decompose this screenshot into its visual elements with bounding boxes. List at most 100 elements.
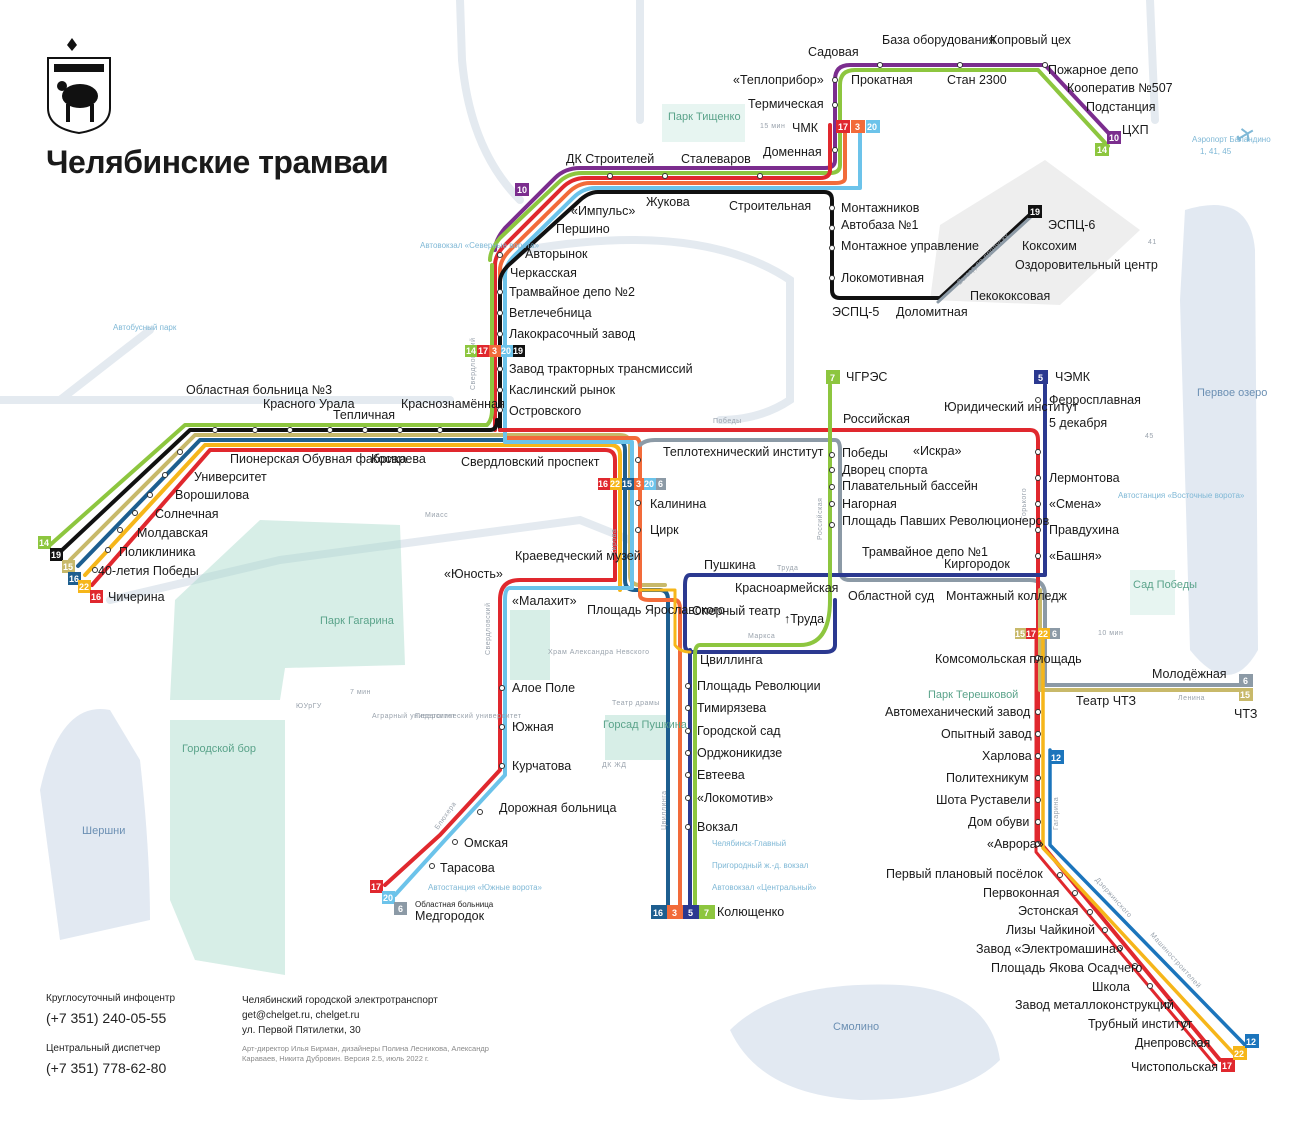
route-badge[interactable]: [851, 120, 865, 133]
stop-label[interactable]: ЦХП: [1122, 123, 1149, 137]
stop-label[interactable]: Дворец спорта: [842, 463, 928, 477]
route-badge[interactable]: [465, 345, 477, 357]
stop-label[interactable]: Ворошилова: [175, 488, 249, 502]
stop-label[interactable]: Оперный театр: [692, 604, 781, 618]
route-badge[interactable]: [1034, 370, 1048, 384]
route-badge[interactable]: [598, 478, 610, 490]
route-badge[interactable]: [656, 478, 666, 490]
stop-label[interactable]: «Аврора»: [987, 837, 1044, 851]
stop-label[interactable]: Теплотехнический институт: [663, 445, 824, 459]
stop-label[interactable]: Алое Поле: [512, 681, 575, 695]
route-badge[interactable]: [1221, 1058, 1235, 1072]
route-badge[interactable]: [826, 370, 840, 384]
stop-label[interactable]: Цвиллинга: [700, 653, 763, 667]
stop-label[interactable]: Южная: [512, 720, 554, 734]
route-badge[interactable]: [515, 183, 529, 196]
stop-label[interactable]: Эстонская: [1018, 904, 1078, 918]
stop-label[interactable]: Политехникум: [946, 771, 1029, 785]
stop-label[interactable]: Городской сад: [697, 724, 781, 738]
stop-label[interactable]: «Импульс»: [571, 204, 635, 218]
stop-label[interactable]: Евтеева: [697, 768, 745, 782]
stop-label[interactable]: Правдухина: [1049, 523, 1119, 537]
stop-label[interactable]: ЧМК: [792, 121, 819, 135]
route-badge[interactable]: [622, 478, 634, 490]
stop-label[interactable]: Площадь Якова Осадчего: [991, 961, 1142, 975]
stop-label[interactable]: Трубный институт: [1088, 1017, 1193, 1031]
route-badge[interactable]: [1233, 1046, 1247, 1060]
route-badge[interactable]: [489, 345, 501, 357]
stop-label[interactable]: «Башня»: [1049, 549, 1102, 563]
stop-label[interactable]: Завод металлоконструкций: [1015, 998, 1174, 1012]
stop-label[interactable]: Стан 2300: [947, 73, 1007, 87]
stop-label[interactable]: Российская: [843, 412, 910, 426]
stop-label[interactable]: Свердловский проспект: [461, 455, 600, 469]
route-badge[interactable]: [1239, 688, 1253, 701]
stop-label[interactable]: ЭСПЦ-6: [1048, 218, 1095, 232]
route-badge[interactable]: [1026, 628, 1038, 639]
route-badge[interactable]: [513, 345, 525, 357]
stop-label[interactable]: Лермонтова: [1049, 471, 1120, 485]
stop-label[interactable]: Калинина: [650, 497, 706, 511]
stop-label[interactable]: Орджоникидзе: [697, 746, 782, 760]
route-badge[interactable]: [1245, 1034, 1259, 1048]
route-badge[interactable]: [90, 590, 103, 603]
stop-label[interactable]: Трамвайное депо №1: [862, 545, 988, 559]
stop-label[interactable]: Строительная: [729, 199, 811, 213]
route-badge[interactable]: [699, 905, 715, 919]
route-badge[interactable]: [1095, 143, 1109, 156]
stop-label[interactable]: Опытный завод: [941, 727, 1032, 741]
stop-label[interactable]: Першино: [556, 222, 610, 236]
stop-label[interactable]: Чичерина: [108, 590, 165, 604]
stop-label[interactable]: Ферросплавная: [1049, 393, 1141, 407]
infocenter-phone[interactable]: (+7 351) 240-05-55: [46, 1010, 167, 1026]
stop-label[interactable]: Киргородок: [944, 557, 1010, 571]
route-badge[interactable]: [62, 560, 75, 573]
stop-label[interactable]: Красноармейская: [735, 581, 838, 595]
stop-label[interactable]: 40-летия Победы: [98, 564, 199, 578]
stop-label[interactable]: Нагорная: [842, 497, 897, 511]
route-badge[interactable]: [866, 120, 880, 133]
stop-label[interactable]: Областной суд: [848, 589, 935, 603]
route-badge[interactable]: [1038, 628, 1050, 639]
stop-label[interactable]: Цирк: [650, 523, 679, 537]
route-badge[interactable]: [651, 905, 667, 919]
stop-label[interactable]: ЧГРЭС: [846, 370, 887, 384]
stop-label[interactable]: Лизы Чайкиной: [1006, 923, 1095, 937]
stop-label[interactable]: Тимирязева: [697, 701, 766, 715]
stop-label[interactable]: Косарева: [371, 452, 426, 466]
stop-label[interactable]: Коксохим: [1022, 239, 1077, 253]
stop-label[interactable]: Автобаза №1: [841, 218, 918, 232]
stop-label[interactable]: «Малахит»: [512, 594, 577, 608]
stop-label[interactable]: Молодёжная: [1152, 667, 1227, 681]
stop-label[interactable]: Университет: [194, 470, 267, 484]
stop-label[interactable]: Доломитная: [896, 305, 968, 319]
stop-label[interactable]: Колющенко: [717, 905, 784, 919]
stop-label[interactable]: Тарасова: [440, 861, 495, 875]
stop-label[interactable]: Трамвайное депо №2: [509, 285, 635, 299]
stop-label[interactable]: Копровый цех: [990, 33, 1072, 47]
stop-label[interactable]: Краеведческий музей: [515, 549, 641, 563]
stop-label[interactable]: Областная больница №3: [186, 383, 332, 397]
stop-label[interactable]: Комсомольская площадь: [935, 652, 1082, 666]
stop-label[interactable]: Садовая: [808, 45, 859, 59]
route-badge[interactable]: [667, 905, 683, 919]
route-badge[interactable]: [644, 478, 656, 490]
stop-label[interactable]: Жукова: [646, 195, 690, 209]
stop-label[interactable]: Чистопольская: [1131, 1060, 1218, 1074]
org-emails[interactable]: get@chelget.ru, chelget.ru: [242, 1010, 360, 1021]
dispatcher-phone[interactable]: (+7 351) 778-62-80: [46, 1060, 167, 1076]
stop-label[interactable]: Курчатова: [512, 759, 571, 773]
stop-label[interactable]: Краснознамённая: [401, 397, 505, 411]
stop-label[interactable]: Медгородок: [415, 909, 485, 923]
route-badge[interactable]: [1107, 131, 1121, 144]
stop-label[interactable]: Пожарное депо: [1048, 63, 1138, 77]
stop-label[interactable]: Победы: [842, 446, 888, 460]
route-badge[interactable]: [68, 572, 81, 585]
stop-label[interactable]: Красного Урала: [263, 397, 355, 411]
stop-label[interactable]: Монтажное управление: [841, 239, 979, 253]
stop-label[interactable]: Областная больница: [415, 900, 494, 909]
stop-label[interactable]: ДК Строителей: [566, 152, 654, 166]
stop-label[interactable]: Юридический институт: [944, 400, 1078, 414]
stop-label[interactable]: Пушкина: [704, 558, 756, 572]
route-badge[interactable]: [1050, 750, 1064, 764]
